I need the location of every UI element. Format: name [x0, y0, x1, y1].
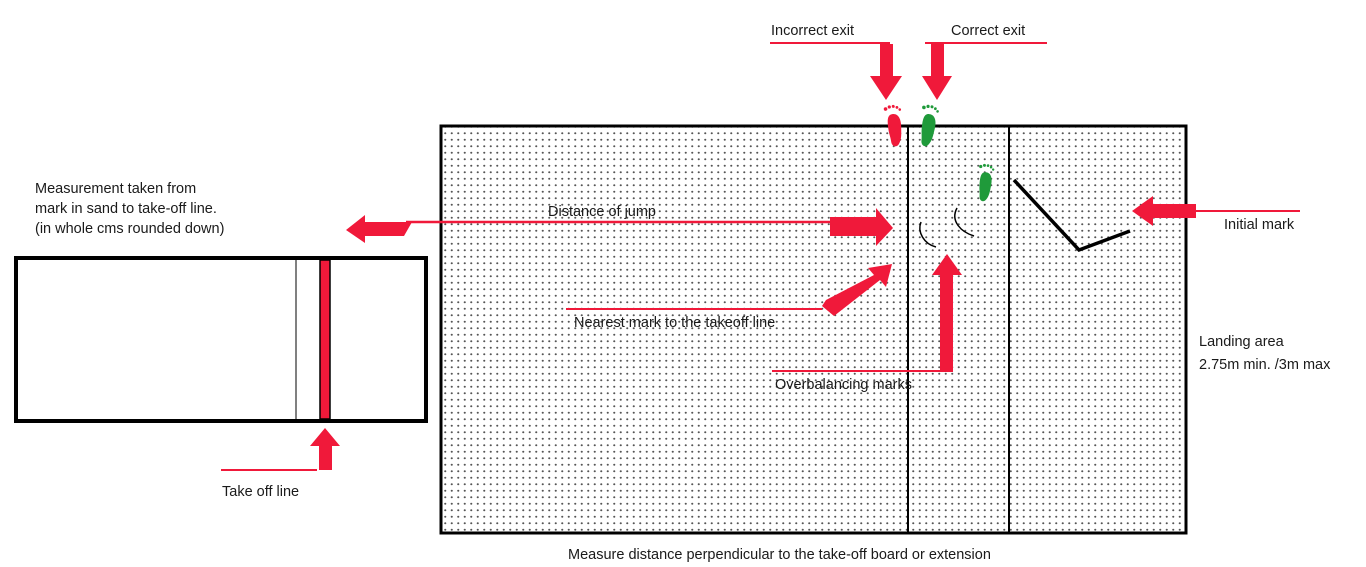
measurement-label-line3: (in whole cms rounded down) — [35, 221, 224, 237]
nearest-mark-label: Nearest mark to the takeoff line — [574, 315, 775, 331]
initial-mark-arrow — [1132, 196, 1196, 226]
take-off-line-label: Take off line — [222, 484, 299, 500]
nearest-mark — [919, 221, 937, 248]
nearest-mark-arrow — [822, 264, 892, 316]
correct-exit-arrow — [922, 44, 952, 100]
overbalancing-arrow — [932, 254, 962, 372]
landing-area-label-line1: Landing area — [1199, 334, 1285, 350]
runway — [14, 256, 428, 423]
measurement-label-line2: mark in sand to take-off line. — [35, 201, 217, 217]
overbalancing-mark — [954, 207, 975, 237]
correct-exit-label: Correct exit — [951, 23, 1025, 39]
arrows — [221, 42, 1300, 471]
landing-area-label-line2: 2.75m min. /3m max — [1199, 357, 1331, 373]
incorrect-exit-label: Incorrect exit — [771, 23, 854, 39]
initial-mark — [1012, 178, 1131, 253]
distance-of-jump-arrow — [830, 208, 893, 246]
take-off-line-marker — [319, 259, 331, 420]
landing-pit — [439, 124, 1188, 535]
measurement-label-line1: Measurement taken from — [35, 181, 196, 197]
overbalancing-marks-label: Overbalancing marks — [775, 377, 912, 393]
take-off-line-arrow — [310, 428, 340, 470]
footer-caption: Measure distance perpendicular to the ta… — [568, 547, 991, 563]
measurement-arrow — [346, 215, 412, 243]
incorrect-exit-arrow — [870, 44, 902, 100]
distance-of-jump-label: Distance of jump — [548, 204, 656, 220]
initial-mark-label: Initial mark — [1224, 217, 1295, 233]
